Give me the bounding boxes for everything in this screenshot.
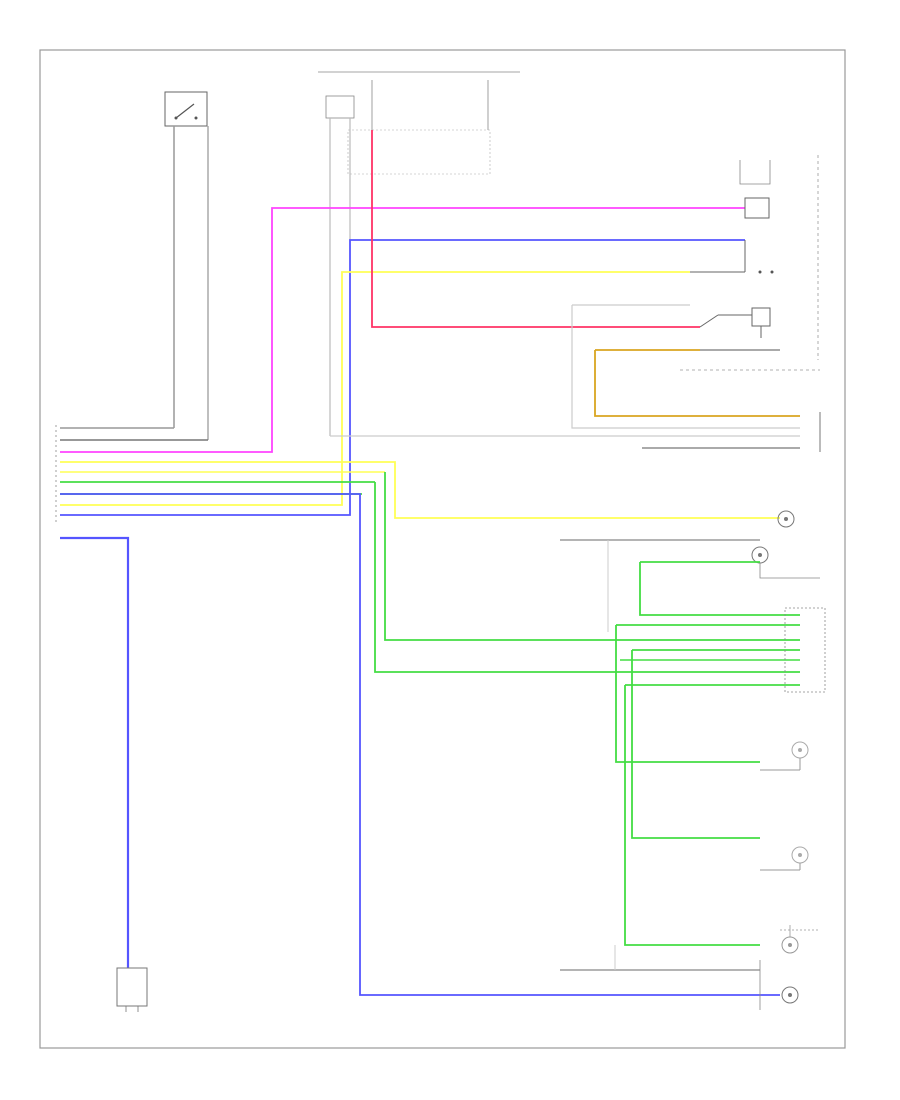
blue-wire-bottom — [60, 536, 130, 968]
orange-wire — [594, 350, 800, 417]
front-left-turn-lamp — [751, 546, 769, 564]
right-turn-switch — [690, 240, 774, 274]
left-rear-combo-lamp — [760, 741, 809, 771]
red-wire — [371, 130, 700, 328]
pink-wire — [60, 207, 745, 453]
combination-switch — [680, 369, 821, 452]
right-front-turn-lamp — [780, 925, 820, 954]
lamp-top — [739, 160, 771, 219]
yellow-wire-lower — [60, 461, 780, 519]
right-rear-combo-lamp — [760, 846, 809, 871]
front-left-marker-lamp — [777, 510, 795, 528]
blue-wire-lower — [60, 493, 780, 996]
yellow-wire-top — [60, 271, 690, 506]
blue-wire-top — [60, 239, 745, 516]
junction-block — [116, 967, 148, 1012]
diagram-frame — [39, 49, 846, 1049]
hazard-switch — [164, 91, 208, 127]
left-turn-switch — [699, 307, 771, 338]
fuse-block-top — [318, 71, 520, 175]
combination-meter — [784, 607, 826, 693]
right-front-headlight — [759, 960, 799, 1010]
